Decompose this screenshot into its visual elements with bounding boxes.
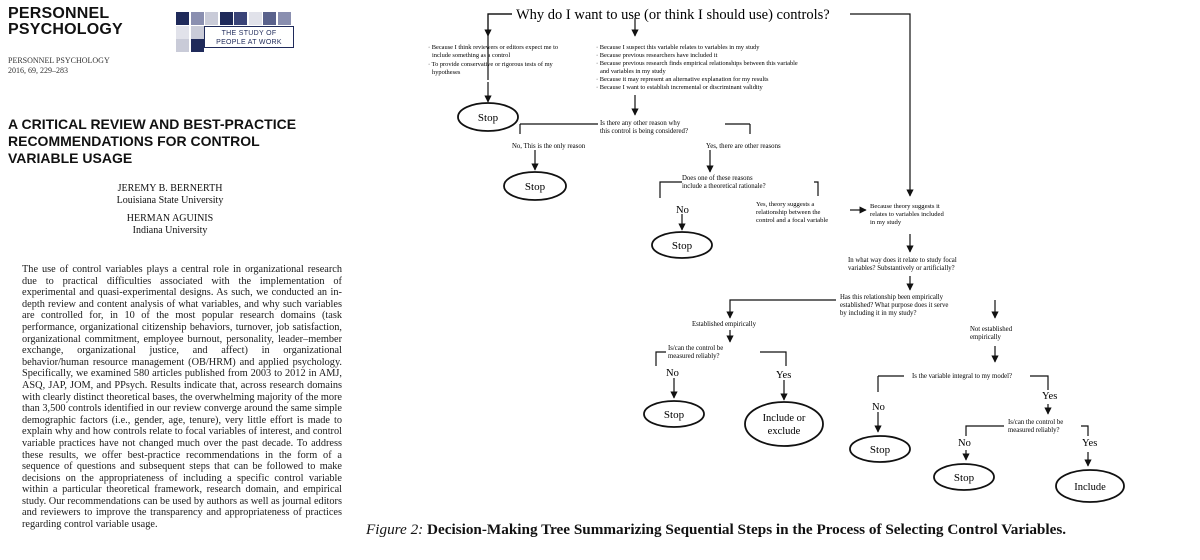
q-other-reason-line-2: this control is being considered? [600,128,688,135]
journal-tagline: THE STUDY OF PEOPLE AT WORK [204,26,294,48]
q-theoretical-line-2: include a theoretical rationale? [682,183,766,190]
right-reason-3-line-1: · Because previous research finds empiri… [596,60,798,67]
caption-text: Decision-Making Tree Summarizing Sequent… [427,521,1067,538]
left-reason-1-line-1: · Because I think reviewers or editors e… [428,44,558,51]
q-reliable-line-1: Is/can the control be [668,345,723,352]
logoText-line: PERSONNEL [8,5,110,22]
no-label: No [676,205,689,216]
author-affiliation: Louisiana State University [116,195,224,206]
abstract-text: The use of control variables plays a cen… [22,264,342,531]
q-reliable-2-line-2: measured reliably? [1008,427,1060,434]
right-reasons: · Because I suspect this variable relate… [596,44,798,91]
author-name: HERMAN AGUINIS [126,213,214,224]
stop-label: Stop [525,181,546,193]
stop-node [503,171,567,201]
stop-label: Stop [478,112,499,124]
theory-box-line-2: relates to variables included [870,211,944,218]
a-established: Established empirically [692,321,757,328]
q-reliable-2-line-1: Is/can the control be [1008,419,1063,426]
root-question: Why do I want to use (or think I should … [516,7,830,23]
q-theoretical-line-1: Does one of these reasons [682,175,753,182]
stop-label: Stop [870,444,891,456]
a-theory-yes-line-3: control and a focal variable [756,217,828,224]
q-reliable-line-2: measured reliably? [668,353,720,360]
right-reason-2: · Because previous researchers have incl… [596,52,718,59]
q-empirical-line-3: by including it in my study? [840,310,916,317]
include-label: Include [1074,482,1106,493]
journal-logo-tiles [176,12,294,52]
a-not-established-line-1: Not established [970,326,1013,333]
right-reason-3-line-2: and variables in my study [600,68,666,75]
logo-tile [277,12,291,25]
yes-label: Yes [1042,391,1057,402]
journal-citation-block: PERSONNEL PSYCHOLOGY 2016, 69, 229–283 [8,56,110,76]
logo-tile [176,25,189,39]
stop-node [849,435,911,463]
no-label: No [666,368,679,379]
stop-node [933,463,995,491]
no-label: No [958,438,971,449]
a-not-established-line-2: empirically [970,334,1002,341]
theory-box-line-3: in my study [870,219,902,226]
stop-label: Stop [954,472,975,484]
logoText-line: PSYCHOLOGY [8,21,123,38]
a-other-reasons: Yes, there are other reasons [706,143,781,150]
include-or-exclude-line-2: exclude [768,426,801,437]
logo-tile [190,25,204,39]
figure-label: Figure 2: [366,521,424,538]
articleTitle-line: A CRITICAL REVIEW AND BEST-PRACTICE [8,116,297,132]
journal-name: PERSONNEL PSYCHOLOGY [8,56,110,65]
include-node [1055,469,1125,503]
left-reasons: · Because I think reviewers or editors e… [428,44,558,76]
logo-tile [176,39,189,52]
stop-label: Stop [672,240,693,252]
right-reason-5: · Because I want to establish incrementa… [596,84,763,91]
right-reason-4: · Because it may represent an alternativ… [596,76,769,83]
no-label: No [872,402,885,413]
left-reason-2-line-1: · To provide conservative or rigorous te… [428,61,554,68]
logo-tile [263,12,276,25]
q-empirical-line-1: Has this relationship been empirically [840,294,944,301]
stop-node [643,400,705,428]
articleTitle-line: RECOMMENDATIONS FOR CONTROL [8,133,260,149]
left-reason-1-line-2: include something as a control [432,52,510,59]
author-affiliation: Indiana University [132,225,208,236]
author-list: JEREMY B. BERNERTH Louisiana State Unive… [60,183,280,237]
stop-node [651,231,713,259]
author-name: JEREMY B. BERNERTH [117,183,223,194]
yes-label: Yes [1082,438,1097,449]
tagline-line: THE STUDY OF [221,30,277,37]
connector-lines [484,13,1092,467]
q-other-reason-line-1: Is there any other reason why [600,120,681,127]
a-only-reason: No, This is the only reason [512,143,586,150]
tagline-line: PEOPLE AT WORK [216,39,282,46]
logo-tile [205,12,218,25]
logo-tile [234,12,247,25]
figure-caption: Figure 2: Decision-Making Tree Summarizi… [366,520,1196,540]
stop-node [457,102,519,132]
include-or-exclude-line-1: Include or [763,413,806,424]
q-focal-line-1: In what way does it relate to study foca… [848,257,957,264]
logo-tile [190,12,204,25]
logo-tile [176,12,189,25]
include-or-exclude-node [744,401,824,447]
right-reason-1: · Because I suspect this variable relate… [596,44,760,51]
articleTitle-line: VARIABLE USAGE [8,150,133,166]
theory-box-line-1: Because theory suggests it [870,203,940,210]
q-empirical-line-2: established? What purpose does it serve [840,302,948,309]
logo-tile [248,12,262,25]
a-theory-yes-line-1: Yes, theory suggests a [756,201,814,208]
q-integral: Is the variable integral to my model? [912,373,1012,380]
stop-label: Stop [664,409,685,421]
decision-tree-diagram: Why do I want to use (or think I should … [428,7,1125,503]
a-theory-yes-line-2: relationship between the [756,209,821,216]
q-focal-line-2: variables? Substantively or artificially… [848,265,955,272]
yes-label: Yes [776,370,791,381]
logo-tile [219,12,233,25]
journal-citation: 2016, 69, 229–283 [8,66,68,75]
left-reason-2-line-2: hypotheses [432,69,461,76]
logo-tile [190,39,204,52]
